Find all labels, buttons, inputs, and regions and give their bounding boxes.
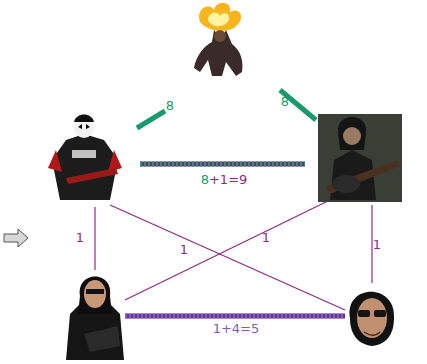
dotted-edge — [125, 314, 345, 319]
purple-edge — [371, 205, 372, 283]
edge-weight-label: 1 — [76, 230, 84, 246]
purple-edge — [94, 207, 95, 270]
pointer-arrow — [4, 229, 28, 247]
edge-weight-label: 1 — [373, 237, 381, 253]
purple-edge — [125, 200, 330, 300]
edge-weight-label: 8 — [166, 98, 174, 114]
dotted-edge-overlay — [125, 314, 345, 319]
dotted-edge — [140, 162, 305, 167]
edge-weight-label: 8 — [281, 94, 289, 110]
edge-weight-label: 1 — [180, 242, 188, 258]
bass-player-photo — [318, 114, 402, 202]
edge-weight-label: 1+4=5 — [213, 321, 260, 337]
green-edge — [280, 90, 316, 120]
green-edge — [137, 111, 165, 128]
edge-weight-label: 8+1=9 — [201, 172, 248, 188]
purple-edge — [110, 205, 345, 310]
sunglasses-photo — [350, 292, 395, 346]
costume-photo — [48, 115, 122, 201]
portrait-photo — [66, 277, 124, 361]
fire-breather-photo — [194, 3, 243, 76]
edge-weight-label: 1 — [262, 230, 270, 246]
dotted-edge-overlay — [140, 162, 305, 167]
